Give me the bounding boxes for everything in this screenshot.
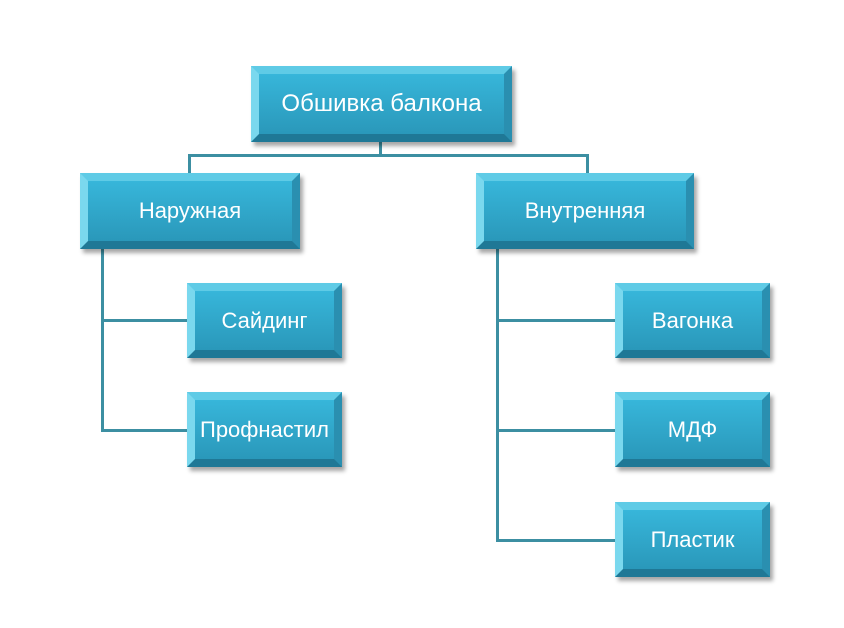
connector — [379, 142, 382, 157]
leaf-node: Вагонка — [615, 283, 770, 358]
node-label: Внутренняя — [524, 198, 646, 223]
connector — [101, 249, 104, 432]
node-label: Профнастил — [200, 416, 329, 442]
connector — [101, 429, 189, 432]
node-label: Пластик — [650, 526, 735, 552]
leaf-node: Сайдинг — [187, 283, 342, 358]
connector — [496, 319, 617, 322]
leaf-node: Пластик — [615, 502, 770, 577]
node-label: Обшивка балкона — [281, 90, 482, 117]
node-label: МДФ — [667, 416, 718, 442]
leaf-node: Профнастил — [187, 392, 342, 467]
connector — [101, 319, 189, 322]
connector — [496, 539, 617, 542]
root-node: Обшивка балкона — [251, 66, 512, 142]
node-label: Вагонка — [651, 307, 734, 333]
branch-node-inner: Внутренняя — [476, 173, 694, 249]
branch-node-outer: Наружная — [80, 173, 300, 249]
connector — [496, 429, 617, 432]
node-label: Наружная — [138, 198, 242, 223]
leaf-node: МДФ — [615, 392, 770, 467]
connector — [188, 154, 191, 174]
node-label: Сайдинг — [221, 307, 308, 333]
connector — [188, 154, 589, 157]
connector — [496, 249, 499, 542]
connector — [586, 154, 589, 174]
